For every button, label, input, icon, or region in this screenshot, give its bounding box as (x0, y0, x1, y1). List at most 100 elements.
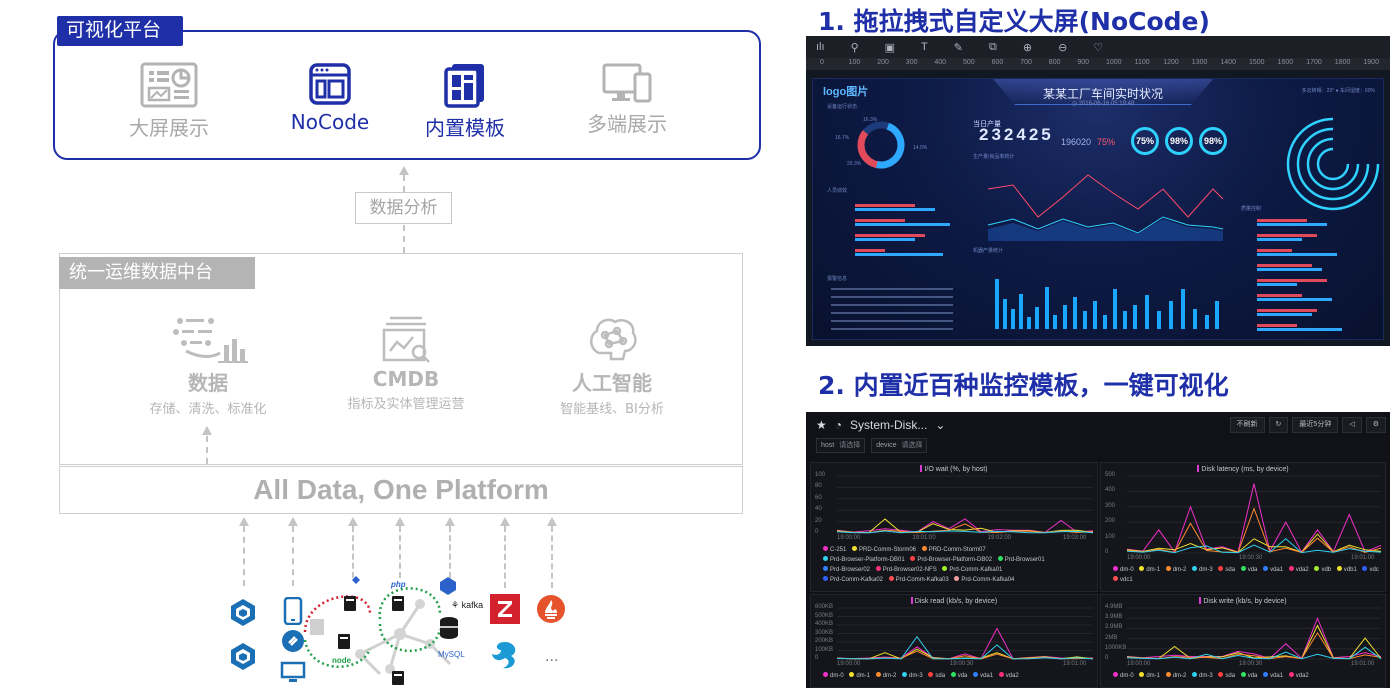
legend-item[interactable]: vda1 (1259, 566, 1285, 573)
quality-control-bars (1257, 219, 1342, 331)
ruler-tick: 1500 (1249, 59, 1265, 66)
legend-item[interactable]: sda (924, 672, 946, 679)
legend-item[interactable]: dm-1 (1135, 566, 1161, 573)
legend-item[interactable]: Prd-Browser-Platform-DB01 (819, 556, 906, 563)
section-label: 机器产量统计 (973, 248, 1004, 254)
share-icon[interactable]: ◁ (1342, 417, 1362, 433)
production-line-chart (987, 174, 1224, 241)
legend-item[interactable]: dm-2 (1162, 672, 1188, 679)
legend-item[interactable]: sda (1214, 566, 1236, 573)
component-tool-icon[interactable]: ⊕ (1022, 41, 1033, 54)
legend-item[interactable]: vdc (1358, 566, 1379, 573)
draw-tool-icon[interactable]: ✎ (953, 41, 963, 54)
legend-item[interactable]: vda1 (969, 672, 995, 679)
ruler-tick: 200 (877, 59, 889, 66)
legend-dot (823, 556, 828, 561)
legend-item[interactable]: vda1 (1259, 672, 1285, 679)
legend-item[interactable]: sda (1214, 672, 1236, 679)
legend-item[interactable]: Prd-Browser02-NFS (872, 566, 939, 573)
series-line (836, 635, 1094, 660)
middle-item-title: 数据 (188, 371, 228, 395)
dashboard-title[interactable]: System-Disk... (850, 418, 928, 432)
ruler-tick: 1300 (1191, 59, 1208, 66)
legend-item[interactable]: Prd-Comm-Kafka02 (819, 576, 885, 583)
legend-item[interactable]: Prd-Comm-Kafka01 (938, 566, 1002, 573)
legend-item[interactable]: Prd-Comm-Kafka03 (885, 576, 951, 583)
panel-legend: dm-0 dm-1 dm-2 dm-3 sda vda vda1 vda2 vd… (1109, 565, 1381, 585)
up-arrowhead (547, 517, 557, 526)
dashed-connector (352, 526, 354, 578)
y-tick: 2MB (1105, 634, 1118, 641)
viz-item-multi-device: 多端展示 (547, 62, 707, 137)
legend-item[interactable]: Prd-Browser01 (994, 556, 1045, 563)
legend-item[interactable]: dm-0 (819, 672, 845, 679)
dashed-connector (292, 526, 294, 586)
section-label: 人员绩效 (827, 188, 848, 194)
legend-item[interactable]: dm-2 (1162, 566, 1188, 573)
x-tick: 19:01:00 (912, 535, 936, 541)
x-tick: 19:00:00 (1127, 555, 1151, 561)
legend-item[interactable]: vda2 (1285, 672, 1309, 679)
ruler-tick: 1600 (1277, 59, 1294, 66)
legend-item[interactable]: Prd-Browser-Platform-DB02 (906, 556, 993, 563)
y-tick: 100 (1105, 533, 1116, 540)
legend-dot (902, 672, 908, 677)
php-logo-text: php (391, 580, 406, 589)
legend-item[interactable]: dm-1 (845, 672, 871, 679)
layer-tool-icon[interactable]: ⧉ (988, 40, 997, 53)
nocode-window-icon (309, 63, 351, 105)
star-icon[interactable]: ★ (816, 418, 827, 432)
location-tool-icon[interactable]: ⚲ (850, 41, 859, 54)
dashed-connector (243, 526, 245, 586)
heart-tool-icon[interactable]: ♡ (1093, 41, 1104, 54)
text-tool-icon[interactable]: T (921, 41, 928, 53)
legend-item[interactable]: vdb (1310, 566, 1332, 573)
legend-dot (1263, 672, 1269, 677)
legend-item[interactable]: vda (1237, 672, 1259, 679)
legend-item[interactable]: C-251 (819, 546, 848, 553)
dashboard-canvas[interactable]: logo图片 某某工厂车间实时状况 ◷ 2016-06-16 05:19:48 … (812, 78, 1384, 340)
legend-item[interactable]: vda (947, 672, 969, 679)
legend-item[interactable]: PRD-Comm-Storm07 (918, 546, 986, 553)
time-range-select[interactable]: 最近5分钟 (1292, 417, 1339, 433)
legend-item[interactable]: vda2 (1285, 566, 1311, 573)
viz-item-builtin-templates: 内置模板 (385, 62, 545, 141)
image-tool-icon[interactable]: ▣ (884, 41, 896, 54)
refresh-select[interactable]: 不刷新 (1229, 417, 1265, 433)
y-tick: 3.9MB (1105, 614, 1123, 621)
legend-item[interactable]: dm-1 (1135, 672, 1161, 679)
prometheus-logo-icon (537, 595, 565, 623)
legend-item[interactable]: Prd-Browser02 (819, 566, 872, 573)
section-label: 质量控制 (1241, 206, 1262, 212)
refresh-icon[interactable]: ↻ (1268, 417, 1289, 433)
legend-item[interactable]: vda2 (995, 672, 1019, 679)
legend-item[interactable]: dm-0 (1109, 566, 1135, 573)
panel-title: Disk latency (ms, by device) (1101, 465, 1385, 473)
legend-dot (1263, 566, 1269, 571)
viz-item-label: 内置模板 (425, 116, 505, 140)
legend-item[interactable]: dm-0 (1109, 672, 1135, 679)
legend-item[interactable]: dm-2 (872, 672, 898, 679)
legend-item[interactable]: vda (1237, 566, 1259, 573)
ai-brain-icon (590, 318, 637, 361)
legend-item[interactable]: vdb1 (1333, 566, 1359, 573)
legend-item[interactable]: dm-3 (1188, 672, 1214, 679)
legend-item[interactable]: dm-3 (898, 672, 924, 679)
chart-tool-icon[interactable]: ılı (816, 41, 825, 53)
chevron-down-icon[interactable]: ⌄ (935, 418, 946, 432)
minus-tool-icon[interactable]: ⊖ (1058, 41, 1068, 54)
legend-item[interactable]: PRD-Comm-Storm06 (848, 546, 918, 553)
nodejs-logo-text: node (332, 656, 352, 665)
legend-item[interactable]: vdc1 (1109, 576, 1133, 583)
legend-item[interactable]: dm-3 (1188, 566, 1214, 573)
legend-item[interactable]: Prd-Comm-Kafka04 (950, 576, 1014, 583)
dashed-connector (399, 526, 401, 578)
unified-ops-data-platform-box (59, 253, 743, 465)
settings-gear-icon[interactable]: ⚙ (1365, 417, 1386, 433)
